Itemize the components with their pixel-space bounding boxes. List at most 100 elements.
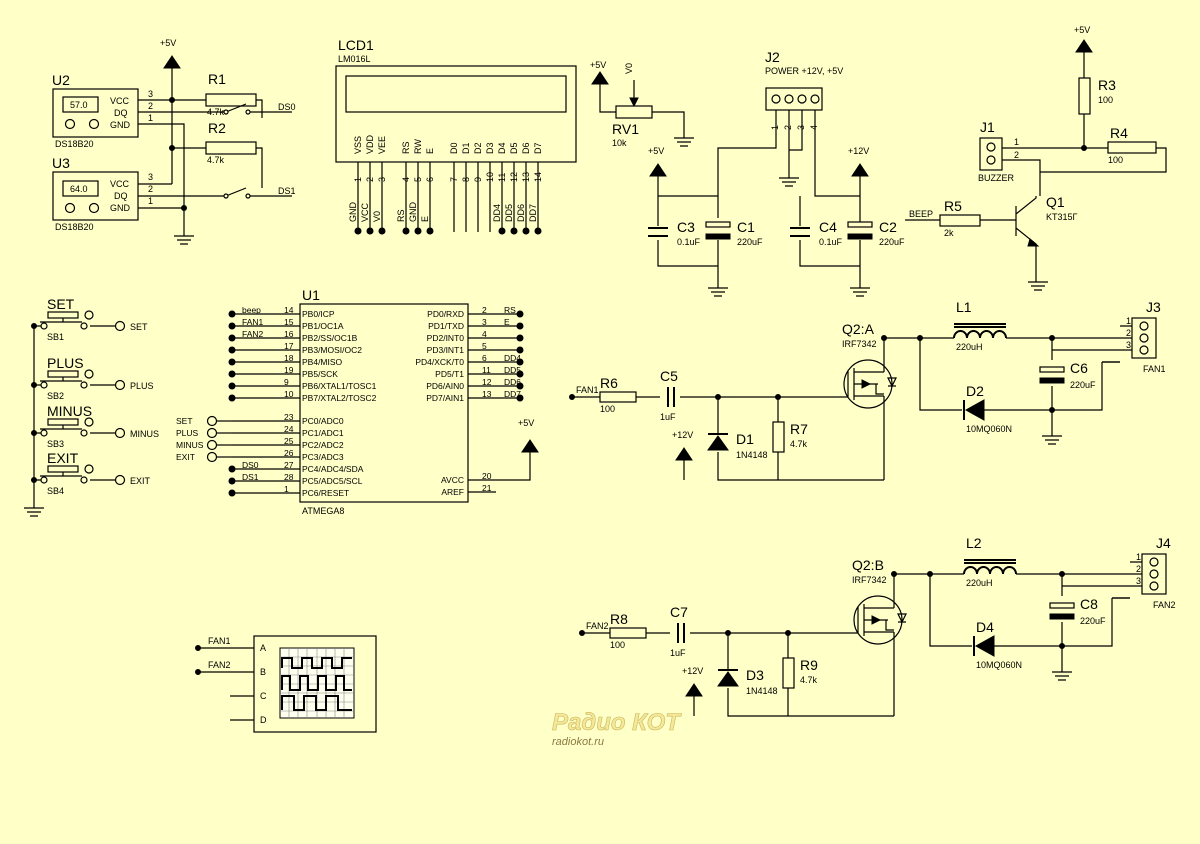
u3-up-icon	[64, 202, 76, 214]
button-3-plunger	[40, 472, 82, 477]
u1-left-pin-name: PC4/ADC4/SDA	[302, 464, 364, 474]
q1-emitter-arrow	[1027, 238, 1040, 247]
channel-output-cap-value: 220uF	[1080, 616, 1106, 626]
u1-left-net: PLUS	[176, 428, 199, 438]
channel-pulldown-resistor	[782, 657, 795, 689]
r4-ref: R4	[1110, 125, 1128, 141]
rv1-wiper-label: V0	[624, 63, 634, 74]
c3-supply-arrow	[649, 163, 667, 177]
channel-gate-resistor	[609, 627, 647, 639]
u1-right-net: DD7	[504, 389, 521, 399]
channel-supply-label: +12V	[672, 430, 693, 440]
r4-value: 100	[1108, 155, 1123, 165]
junction	[725, 630, 731, 636]
u1-right-net: RS	[504, 305, 516, 315]
j1-ref: J1	[980, 119, 995, 135]
lcd-pin-terminal	[366, 227, 374, 235]
channel-supply-arrow	[685, 683, 703, 697]
u1-right-net: DD6	[504, 377, 521, 387]
channel-pulldown-resistor-value: 4.7k	[800, 675, 818, 685]
lcd-pin-number: 8	[461, 177, 471, 182]
lcd-net-label: V0	[372, 211, 382, 222]
lcd-pin-label: VDD	[365, 134, 375, 154]
lcd-pin-label: D2	[473, 142, 483, 154]
channel-flyback-diode	[974, 635, 995, 657]
u1-pin-terminal	[228, 358, 236, 366]
u1-pin-terminal	[228, 346, 236, 354]
scope-ch-a: A	[260, 643, 266, 653]
channel-pulldown-resistor	[772, 421, 785, 453]
u3-num-1: 1	[148, 196, 153, 206]
c2-ref: C2	[879, 219, 897, 235]
channel-inductor-coil	[953, 330, 1007, 339]
u1-left-pin-name: PC5/ADC5/SCL	[302, 476, 363, 486]
channel-coupling-cap-value: 1uF	[670, 648, 686, 658]
channel-coupling-cap	[677, 623, 685, 643]
u3-pin-dq: DQ	[114, 191, 128, 201]
u1-left-pin-name: PB7/XTAL2/TOSC2	[302, 393, 377, 403]
u1-power-pin-number: 20	[482, 471, 492, 481]
channel-inductor-value: 220uH	[956, 342, 983, 352]
channel-gate-resistor-ref: R6	[600, 375, 618, 391]
lcd-pin-label: D6	[521, 142, 531, 154]
junction	[1049, 407, 1055, 413]
u1-left-pin-name: PC3/ADC3	[302, 452, 344, 462]
channel-supply-label: +12V	[682, 666, 703, 676]
channel-connector-pin-number: 2	[1126, 328, 1131, 338]
ground-icon	[174, 235, 194, 245]
u3-down-icon	[88, 202, 100, 214]
button-0-contact	[80, 322, 88, 330]
u2-supply-arrow	[163, 55, 181, 69]
u1-left-pin-name: PC0/ADC0	[302, 416, 344, 426]
lcd-pin-number: 1	[353, 177, 363, 182]
r5-body	[939, 214, 981, 227]
net-beep: BEEP	[909, 209, 933, 219]
button-3-lock-icon	[84, 464, 94, 474]
u2-num-1: 1	[148, 113, 153, 123]
scope-input-wires	[198, 647, 254, 721]
mcu-u1: U1 ATMEGA8 PB0/ICP14beepPB1/OC1A15FAN1PB…	[176, 287, 539, 516]
u1-left-pin-name: PB3/MOSI/OC2	[302, 345, 362, 355]
button-group: SETSETSB1PLUSPLUSSB2MINUSMINUSSB3EXITEXI…	[31, 296, 159, 508]
scope-trace-a	[281, 657, 352, 669]
channel-wires	[582, 573, 1130, 717]
u1-left-pin-name: PC1/ADC1	[302, 428, 344, 438]
lcd-net-label: GND	[408, 202, 418, 223]
sensor-u3: U3 64.0 VCC DQ GND DS18B20 3 2 1	[52, 155, 153, 232]
channel-input-net: FAN2	[586, 621, 609, 631]
channel-gate-resistor-value: 100	[600, 404, 615, 414]
watermark-url: radiokot.ru	[552, 736, 604, 748]
u1-pin-terminal	[516, 310, 524, 318]
lcd-pin-terminal	[510, 227, 518, 235]
lcd-pin-label: D7	[533, 142, 543, 154]
u1-left-pin-name: PB5/SCK	[302, 369, 338, 379]
u1-right-pin-name: PD6/AIN0	[426, 381, 464, 391]
channel-pulldown-resistor-ref: R7	[790, 421, 808, 437]
channel-mosfet-arrow	[861, 379, 872, 389]
u2-display-value: 57.0	[70, 100, 88, 110]
channel-mosfet-part: IRF7342	[842, 339, 877, 349]
junction	[715, 394, 721, 400]
channel-pulldown-resistor-ref: R9	[800, 657, 818, 673]
junction	[569, 394, 575, 400]
u1-left-net: EXIT	[176, 452, 195, 462]
j1-label: BUZZER	[978, 173, 1015, 183]
u1-pin-terminal	[228, 394, 236, 402]
u1-left-net: SET	[176, 416, 193, 426]
rv1-ref: RV1	[612, 121, 639, 137]
c1-value: 220uF	[737, 237, 763, 247]
channel-pulldown-resistor-value: 4.7k	[790, 439, 808, 449]
q1-ref: Q1	[1046, 194, 1065, 210]
u1-pin-terminal	[516, 394, 524, 402]
lcd-pin-number: 14	[533, 172, 543, 182]
junction	[927, 571, 933, 577]
lcd-net-label: DD6	[516, 204, 526, 222]
lcd-pin-number: 13	[521, 172, 531, 182]
lcd-pin-terminal	[402, 227, 410, 235]
u1-input-terminal	[206, 439, 218, 451]
ground-icon	[779, 177, 799, 187]
link-node	[223, 193, 229, 199]
u1-left-net: FAN1	[242, 317, 264, 327]
lcd-pin-number: 2	[365, 177, 375, 182]
button-2-contact	[40, 429, 48, 437]
